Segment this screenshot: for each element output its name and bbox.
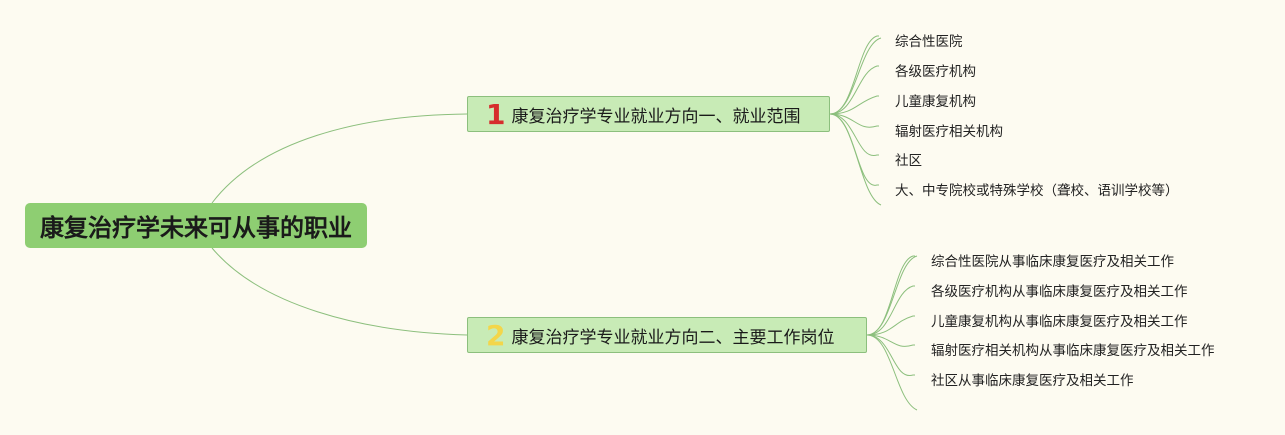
branch-2-leaf-connector — [866, 334, 915, 347]
branch-1-leaf-connector — [829, 113, 879, 128]
leaf-topic[interactable]: 大、中专院校或特殊学校（聋校、语训学校等） — [895, 183, 1179, 199]
branch-topic-label: 康复治疗学专业就业方向二、主要工作岗位 — [511, 327, 835, 348]
leaf-topic[interactable]: 各级医疗机构从事临床康复医疗及相关工作 — [931, 284, 1188, 300]
branch-1-bracket-top — [829, 37, 882, 115]
branch-1-bracket-bottom — [829, 113, 882, 206]
leaf-topic[interactable]: 辐射医疗相关机构从事临床康复医疗及相关工作 — [931, 343, 1215, 359]
branch-marker-1: 1 — [486, 97, 506, 131]
branch-1-leaf-connector — [829, 95, 879, 115]
branch-2-bracket-top — [866, 255, 918, 336]
branch-1-leaf-connector — [829, 65, 879, 115]
root-topic-label: 康复治疗学未来可从事的职业 — [40, 214, 352, 242]
root-topic[interactable]: 康复治疗学未来可从事的职业 — [25, 203, 367, 248]
leaf-topic[interactable]: 辐射医疗相关机构 — [895, 124, 1003, 140]
branch-1-leaf-connector — [829, 113, 879, 156]
branch-marker-2: 2 — [486, 318, 506, 352]
branch-2-leaf-connector — [866, 315, 915, 336]
leaf-topic[interactable]: 综合性医院 — [895, 34, 963, 50]
leaf-topic[interactable]: 各级医疗机构 — [895, 64, 976, 80]
leaf-topic[interactable]: 儿童康复机构从事临床康复医疗及相关工作 — [931, 314, 1188, 330]
branch-2-leaf-connector — [866, 285, 915, 336]
leaf-topic[interactable]: 综合性医院从事临床康复医疗及相关工作 — [931, 254, 1174, 270]
branch-1-leaf-connector — [829, 35, 879, 115]
branch-2-bracket-bottom — [866, 334, 918, 411]
branch-2-leaf-connector — [866, 255, 915, 336]
branch-topic-1[interactable]: 1 康复治疗学专业就业方向一、就业范围 — [467, 96, 830, 132]
leaf-topic[interactable]: 儿童康复机构 — [895, 94, 976, 110]
branch-topic-2[interactable]: 2 康复治疗学专业就业方向二、主要工作岗位 — [467, 317, 867, 353]
leaf-topic[interactable]: 社区 — [895, 153, 922, 169]
branch-topic-label: 康复治疗学专业就业方向一、就业范围 — [511, 106, 801, 127]
root-to-branch-2-connector — [211, 247, 468, 336]
leaf-topic[interactable]: 社区从事临床康复医疗及相关工作 — [931, 373, 1134, 389]
root-to-branch-1-connector — [211, 113, 468, 204]
branch-2-leaf-connector — [866, 334, 915, 376]
